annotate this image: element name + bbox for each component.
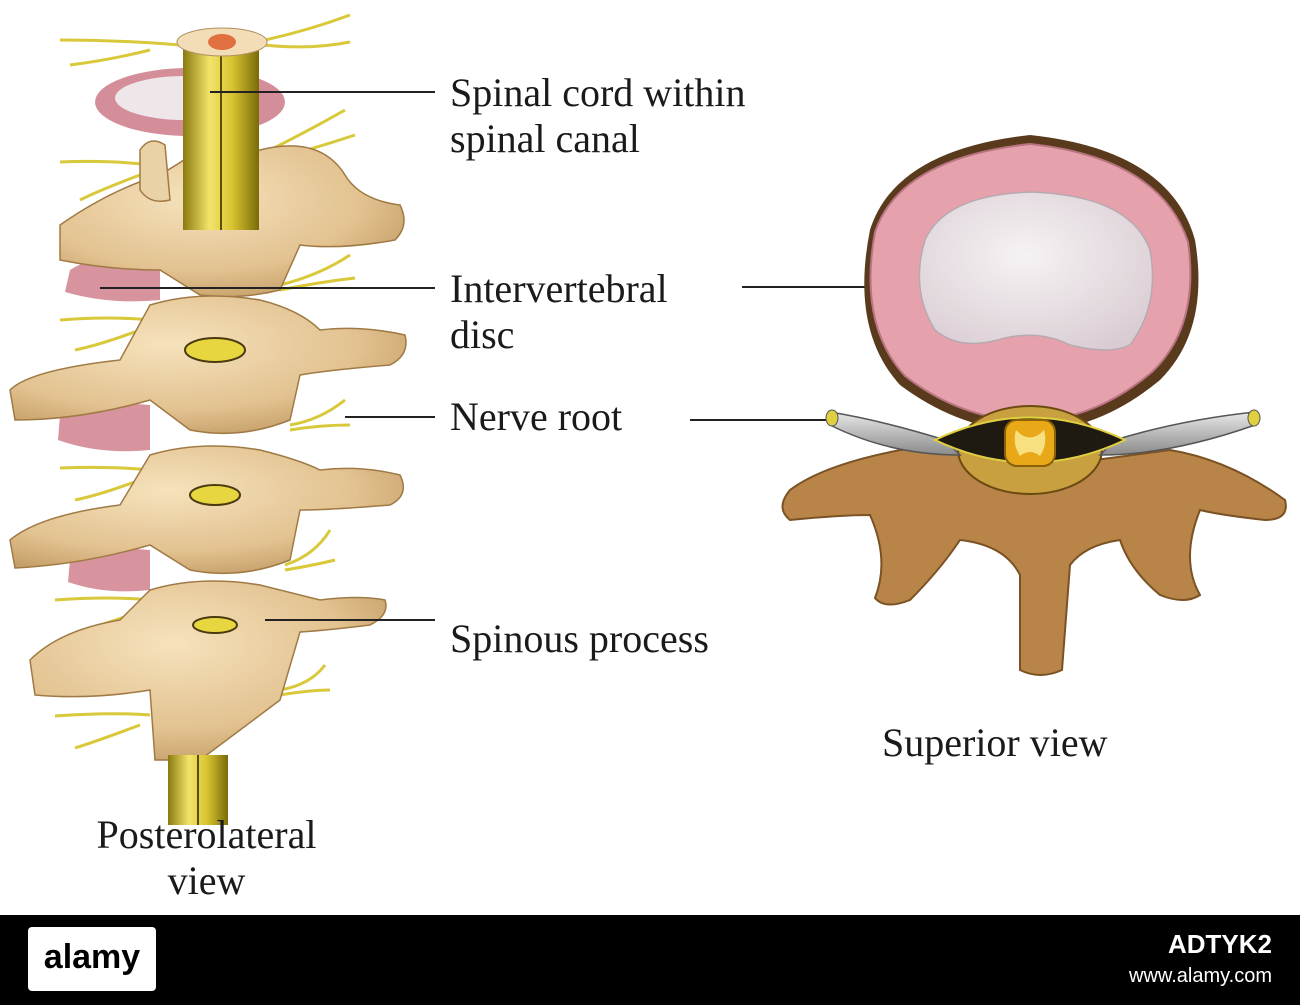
- nerve-roots-right: [264, 13, 356, 697]
- nerve-root-sheath-left: [829, 411, 962, 456]
- posterolateral-spine: [9, 13, 407, 825]
- label-disc-line2: disc: [450, 312, 515, 357]
- caption-posterolateral-view: Posterolateral view: [64, 812, 349, 904]
- label-intervertebral-disc: Intervertebral disc: [450, 266, 668, 358]
- spinal-cord-column: [168, 27, 268, 825]
- caption-superior-view: Superior view: [882, 720, 1108, 765]
- site-url: www.alamy.com: [1129, 965, 1272, 987]
- caption-posterolateral-line1: Posterolateral: [96, 812, 317, 857]
- superior-vertebra: [781, 135, 1287, 676]
- disc-nucleus: [918, 191, 1154, 351]
- caption-posterolateral-line2: view: [167, 858, 246, 903]
- leader-lines: [100, 91, 898, 621]
- alamy-logo: alamy: [28, 927, 156, 991]
- label-spinal-cord-line1: Spinal cord within: [450, 70, 746, 115]
- vertebra-3: [9, 445, 405, 575]
- canal-glimpses: [184, 337, 246, 634]
- nerve-root-sheath-right: [1098, 411, 1256, 456]
- watermark-footer: alamy ADTYK2 www.alamy.com: [0, 915, 1300, 1005]
- label-spinal-cord: Spinal cord within spinal canal: [450, 70, 746, 162]
- label-spinous-process: Spinous process: [450, 616, 709, 661]
- image-id: ADTYK2: [1167, 929, 1272, 959]
- vertebral-arch: [781, 443, 1287, 676]
- label-disc-line1: Intervertebral: [450, 266, 668, 311]
- vertebra-4: [29, 580, 387, 761]
- vertebra-2: [9, 295, 407, 435]
- anatomy-illustration: [9, 13, 1287, 825]
- label-nerve-root: Nerve root: [450, 394, 623, 439]
- label-spinal-cord-line2: spinal canal: [450, 116, 640, 161]
